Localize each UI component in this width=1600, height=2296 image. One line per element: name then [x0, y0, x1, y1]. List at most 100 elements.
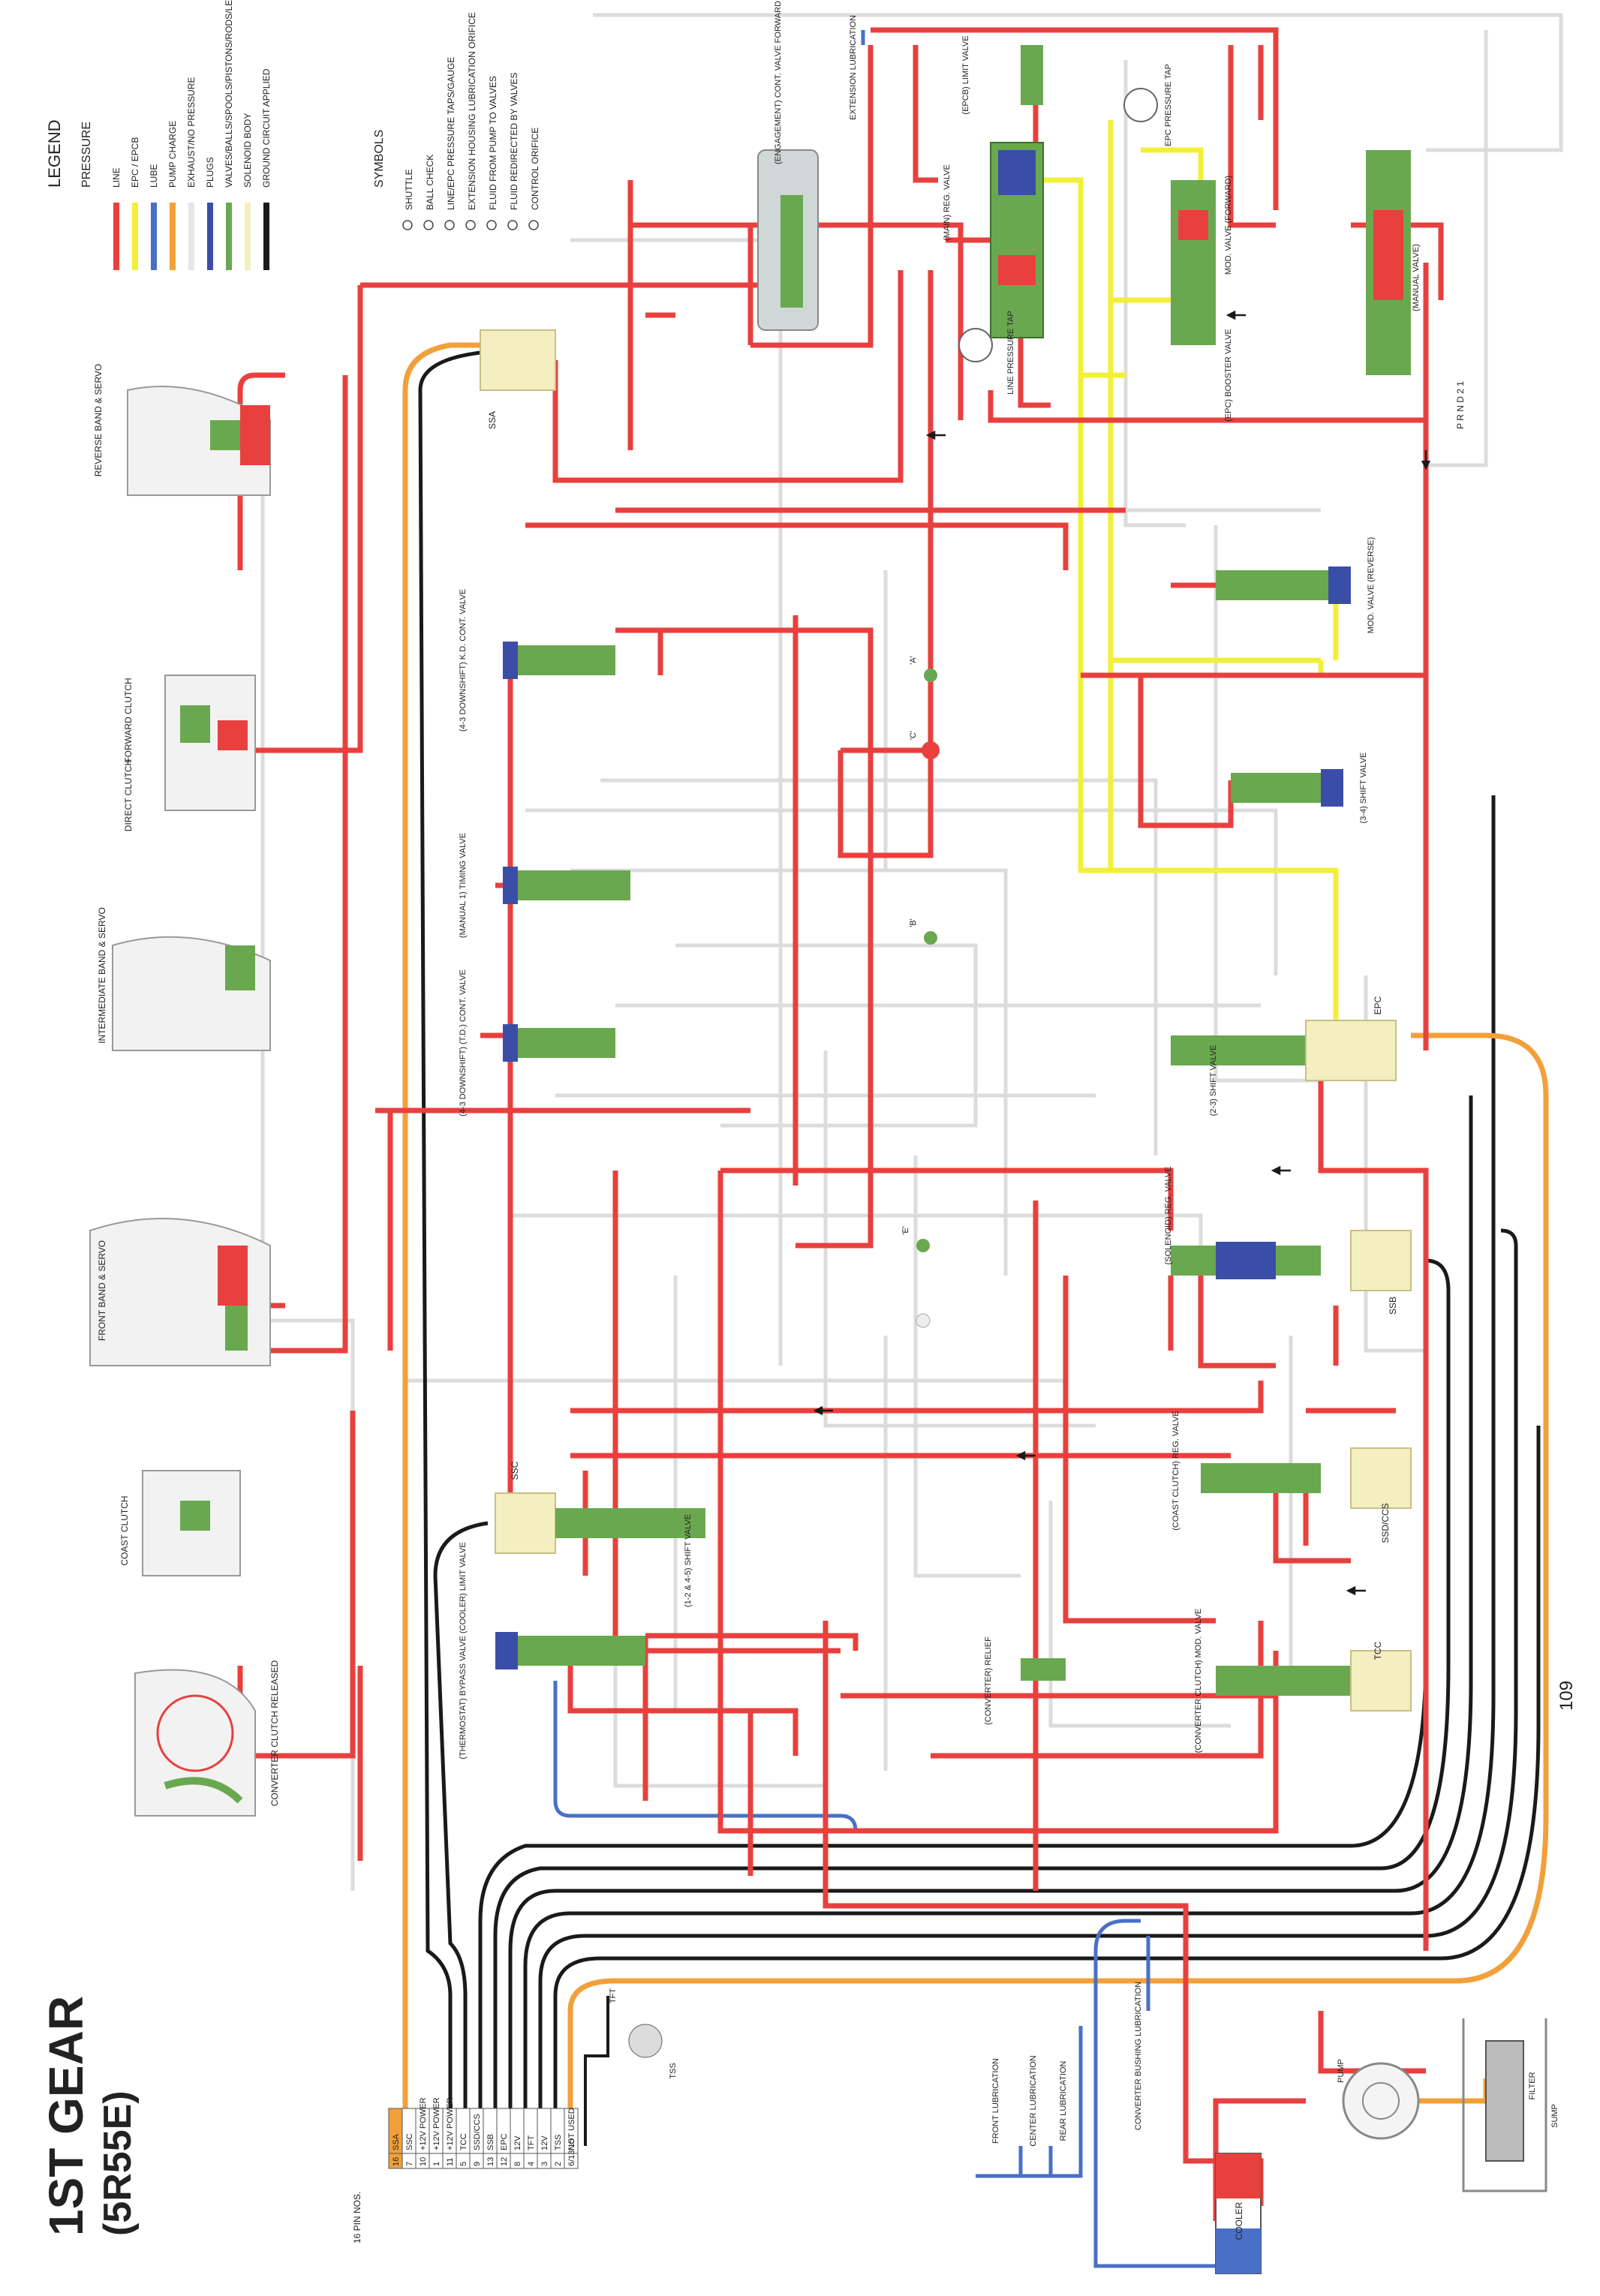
legend-swatch	[207, 203, 213, 270]
connector-pin-name: NOT USED	[567, 2108, 576, 2150]
legend-item-label: PUMP CHARGE	[167, 121, 178, 188]
connector-pin-name: SSA	[392, 2133, 401, 2150]
connector-pin-name: SSD/CCS	[473, 2114, 482, 2150]
pump-gear-icon	[1342, 2062, 1420, 2140]
ball-e	[916, 1239, 930, 1252]
coast-clutch	[142, 1470, 241, 1576]
connector-pin-name: SSB	[486, 2134, 495, 2150]
epc-solenoid	[1305, 1020, 1397, 1081]
label-mod-reverse: MOD. VALVE (REVERSE)	[1367, 537, 1376, 634]
shift-valve-12-45	[555, 1508, 705, 1538]
manual1-timing-valve	[510, 870, 630, 900]
page-number: 109	[1556, 1681, 1577, 1711]
connector-pin-name: +12V POWER	[432, 2097, 441, 2150]
intermediate-band-servo	[112, 936, 271, 1051]
label-direct-clutch: DIRECT CLUTCH	[123, 759, 134, 831]
legend-swatch	[226, 203, 232, 270]
ground-circuit-lines	[418, 350, 1541, 2153]
bypass-valve	[495, 1636, 645, 1666]
label-prnd: P R N D 2 1	[1455, 381, 1466, 429]
tss-sensor-icon	[628, 2024, 663, 2058]
label-cooler: COOLER	[1234, 2201, 1244, 2240]
label-epc-pressure-tap: EPC PRESSURE TAP	[1164, 64, 1173, 146]
legend-symbol-label: LINE/EPC PRESSURE TAPS/GAUGE	[446, 57, 456, 210]
connector-pin-number: 11	[446, 2158, 455, 2166]
label-ssc: SSC	[510, 1461, 520, 1480]
legend-swatch	[132, 203, 138, 270]
legend-item-label: LINE	[111, 167, 122, 188]
connector-label: 16 PIN NOS.	[352, 2192, 362, 2243]
ssc-solenoid	[495, 1492, 556, 1554]
connector-pin-number: 9	[473, 2162, 482, 2166]
legend-item-label: EXHAUST/NO PRESSURE	[186, 77, 197, 188]
label-extension-lub: EXTENSION LUBRICATION	[849, 15, 858, 120]
solid-arrow-icon	[486, 220, 497, 230]
check-balls	[916, 669, 940, 1328]
label-bypass-valve: (THERMOSTAT) BYPASS VALVE (COOLER) LIMIT…	[459, 1542, 468, 1759]
connector-pin-name: EPC	[500, 2133, 509, 2150]
front-band-servo	[89, 1218, 271, 1366]
label-pump: PUMP	[1337, 2059, 1346, 2083]
shift-valve-34	[1231, 773, 1336, 803]
label-epc: EPC	[1373, 996, 1383, 1014]
legend-swatch	[151, 203, 157, 270]
legend-item-label: SOLENOID BODY	[242, 113, 253, 188]
label-forward-clutch: FORWARD CLUTCH	[123, 678, 134, 762]
lube-lines	[553, 30, 1216, 2268]
label-downshift-43-kd: (4-3 DOWNSHIFT) K.D. CONT. VALVE	[459, 589, 468, 732]
ball-check-icon	[423, 220, 434, 230]
connector-pin-number: 8	[513, 2162, 522, 2166]
control-orifice-icon	[528, 220, 539, 230]
label-coast-clutch: COAST CLUTCH	[119, 1495, 130, 1565]
label-bushing-lub: CONVERTER BUSHING LUBRICATION	[1134, 1982, 1143, 2130]
legend-item-label: VALVES/BALLS/SPOOLS/PISTONS/RODS/LEVERS/…	[224, 0, 234, 188]
connector-pin-name: TCC	[459, 2133, 468, 2150]
legend-item-label: LUBE	[149, 164, 159, 188]
ssb-solenoid	[1350, 1230, 1412, 1291]
orifice-icon	[465, 220, 476, 230]
epc-pressure-gauge-icon	[1123, 88, 1158, 122]
legend-swatch	[188, 203, 194, 270]
label-ball-b: 'B'	[909, 918, 918, 927]
label-front-lub: FRONT LUBRICATION	[991, 2058, 1000, 2144]
connector-pin-number: 10	[419, 2157, 428, 2166]
forward-direct-clutch	[164, 675, 256, 811]
shuttle-icon	[402, 220, 413, 230]
label-shift-12-45: (1-2 & 4-5) SHIFT VALVE	[684, 1514, 693, 1607]
label-ssd-ccs: SSD/CCS	[1380, 1503, 1391, 1543]
torque-converter	[134, 1669, 256, 1817]
line-pressure-gauge-icon	[958, 328, 993, 362]
legend-swatch	[170, 203, 176, 270]
connector-pin-number: 6/13/15	[567, 2138, 576, 2166]
connector-pin-number: 7	[405, 2162, 414, 2166]
ssa-solenoid	[480, 329, 556, 391]
label-front-band: FRONT BAND & SERVO	[97, 1240, 107, 1341]
label-rear-lub: REAR LUBRICATION	[1059, 2061, 1068, 2141]
hollow-arrow-icon	[507, 220, 518, 230]
pressure-taps	[958, 88, 1158, 362]
connector-pin-number: 4	[527, 2162, 536, 2166]
connector-pin-name: SSC	[405, 2133, 414, 2150]
legend-item-label: PLUGS	[205, 157, 215, 188]
label-center-lub: CENTER LUBRICATION	[1029, 2055, 1038, 2146]
label-shift-23: (2-3) SHIFT VALVE	[1209, 1045, 1218, 1116]
label-epcb-limit: (EPCB) LIMIT VALVE	[961, 35, 970, 114]
connector-pin-name: TFT	[527, 2135, 536, 2150]
filter-icon	[1485, 2040, 1524, 2162]
connector-name-cell	[564, 2108, 579, 2154]
connector-pin-number: 3	[540, 2162, 549, 2166]
label-ssa: SSA	[487, 411, 498, 429]
page-subtitle: (5R55E)	[96, 2090, 140, 2236]
coast-reg-valve	[1201, 1463, 1321, 1493]
label-converter-relief: (CONVERTER) RELIEF	[984, 1636, 993, 1725]
legend-swatch	[113, 203, 119, 270]
label-solenoid-reg: (SOLENOID) REG. VALVE	[1164, 1166, 1173, 1264]
page-title: 1ST GEAR	[39, 1996, 93, 2236]
label-sump: SUMP	[1550, 2104, 1559, 2128]
connector-pin-number: 2	[554, 2162, 563, 2166]
label-converter-mod: (CONVERTER CLUTCH) MOD. VALVE	[1194, 1609, 1203, 1754]
epcb-limit-valve	[1021, 45, 1043, 105]
